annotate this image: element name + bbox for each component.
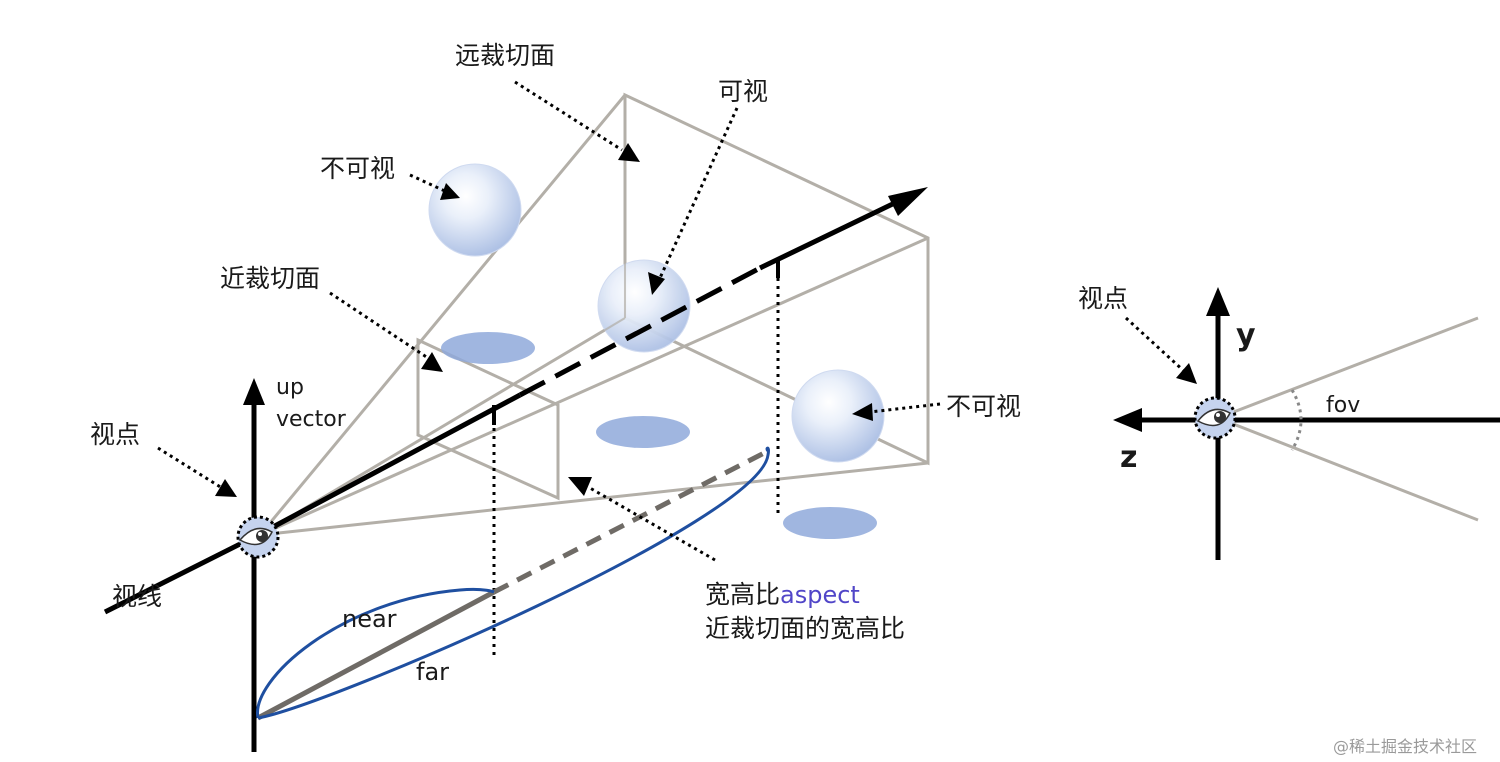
frustum-edge [259,236,929,537]
z-axis-arrowhead [1113,408,1142,432]
aspect-en: aspect [780,581,860,609]
fov-ray-lower [1217,416,1479,522]
shadow [441,332,535,364]
aspect-cn: 宽高比 [705,580,780,609]
sphere-shadows [441,332,877,539]
spheres [428,163,885,463]
up-vector [243,378,265,752]
far-curve [257,446,770,720]
near-plane-label: 近裁切面 [220,264,320,293]
not-visible-label-right: 不可视 [946,392,1021,421]
line-of-sight-label: 视线 [112,582,162,611]
y-axis-label: y [1236,318,1256,353]
watermark: @稀土掘金技术社区 [1333,737,1477,756]
far-label: far [416,658,449,686]
viewpoint-label-right: 视点 [1078,284,1128,313]
aspect-label: 宽高比aspect [705,580,860,609]
up-vector-label-1: up [276,375,304,400]
sphere-not-visible-right [791,369,885,463]
y-axis-arrowhead [1206,287,1230,316]
fov-arc [1290,389,1303,451]
frustum-edge [258,94,627,536]
fov-diagram [1113,287,1500,560]
fov-label: fov [1326,393,1360,418]
aspect-description: 近裁切面的宽高比 [705,614,905,643]
pointer-arrowheads [215,143,873,497]
shadow [596,416,690,448]
z-axis-label: z [1120,440,1137,475]
near-label: near [342,605,397,633]
eye-icon [1193,396,1237,440]
line-of-sight-arrowhead [888,187,928,216]
fov-ray-upper [1217,316,1479,420]
sphere-not-visible-top [428,163,522,257]
sphere-visible [597,259,691,353]
not-visible-label-top: 不可视 [320,154,395,183]
near-far-measure [256,446,770,721]
up-vector-label-2: vector [276,407,347,432]
near-curve [256,587,495,719]
shadow [783,507,877,539]
pointer-arrows [157,80,941,562]
visible-label: 可视 [718,77,768,106]
far-plane-label: 远裁切面 [455,41,555,70]
eye-icon [236,515,280,559]
near-plane [416,337,560,501]
line-of-sight [103,195,907,615]
frustum-edge [259,461,929,537]
viewpoint-label-left: 视点 [90,420,140,449]
depth-markers [492,270,780,660]
